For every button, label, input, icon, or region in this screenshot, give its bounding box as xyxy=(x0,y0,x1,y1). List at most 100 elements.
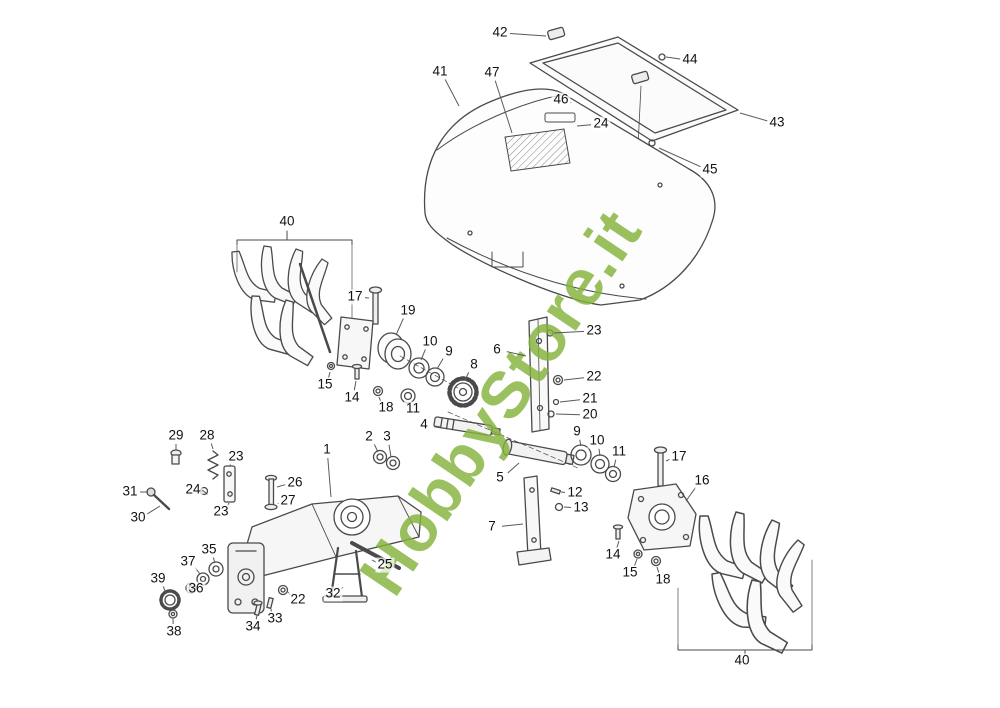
leader-line xyxy=(616,540,620,548)
leader-line xyxy=(388,444,392,458)
part-callout-23: 23 xyxy=(211,503,231,520)
leader-line xyxy=(739,112,768,122)
part-callout-14: 14 xyxy=(603,546,623,563)
part-callout-23: 23 xyxy=(584,322,604,339)
leader-line xyxy=(665,56,681,60)
leader-line xyxy=(563,506,572,508)
drive-shaft-part xyxy=(372,355,579,471)
leader-line xyxy=(506,351,527,357)
part-callout-40: 40 xyxy=(732,652,752,669)
part-callout-9: 9 xyxy=(443,343,455,360)
leader-line xyxy=(327,457,332,498)
part-callout-40: 40 xyxy=(277,213,297,230)
bevel-gear-part xyxy=(447,376,479,408)
part-callout-6: 6 xyxy=(491,341,503,358)
leader-line xyxy=(555,413,581,416)
leader-line xyxy=(613,459,617,468)
leader-line xyxy=(433,425,442,428)
side-bracket-part xyxy=(528,316,564,433)
right-flange-part xyxy=(627,483,697,551)
leader-line xyxy=(658,147,702,168)
part-callout-17: 17 xyxy=(345,288,365,305)
part-callout-31: 31 xyxy=(120,483,140,500)
part-callout-41: 41 xyxy=(430,63,450,80)
part-callout-27: 27 xyxy=(278,492,298,509)
leader-line xyxy=(634,558,638,566)
part-callout-1: 1 xyxy=(321,441,333,458)
part-callout-23: 23 xyxy=(226,448,246,465)
hood-part xyxy=(423,88,716,306)
part-callout-46: 46 xyxy=(551,91,571,108)
part-callout-24: 24 xyxy=(591,115,611,132)
part-callout-22: 22 xyxy=(584,368,604,385)
support-leg-part xyxy=(516,475,564,566)
leader-line xyxy=(420,349,426,361)
part-callout-2: 2 xyxy=(363,428,375,445)
leader-line xyxy=(436,358,444,370)
part-callout-3: 3 xyxy=(381,428,393,445)
housing-fasteners xyxy=(253,584,289,616)
part-callout-34: 34 xyxy=(243,618,263,635)
part-callout-17: 17 xyxy=(669,448,689,465)
part-callout-11: 11 xyxy=(403,400,423,417)
leader-line xyxy=(509,33,547,37)
bolt-17-left-part xyxy=(368,286,383,325)
leader-line xyxy=(553,330,585,334)
leader-line xyxy=(255,614,258,620)
leader-line xyxy=(494,80,513,134)
bearing-set-right-part xyxy=(570,444,668,567)
part-callout-22: 22 xyxy=(288,591,308,608)
part-callout-37: 37 xyxy=(178,553,198,570)
part-callout-44: 44 xyxy=(680,51,700,68)
leader-line xyxy=(576,124,592,127)
part-callout-9: 9 xyxy=(571,423,583,440)
part-callout-25: 25 xyxy=(375,556,395,573)
part-callout-19: 19 xyxy=(398,302,418,319)
leader-line xyxy=(276,484,286,488)
leader-line xyxy=(328,371,331,378)
leader-line xyxy=(656,566,660,573)
part-callout-38: 38 xyxy=(164,623,184,640)
part-callout-33: 33 xyxy=(265,610,285,627)
part-callout-18: 18 xyxy=(653,571,673,588)
part-callout-45: 45 xyxy=(700,161,720,178)
part-callout-29: 29 xyxy=(166,427,186,444)
part-callout-26: 26 xyxy=(285,474,305,491)
tensioner-parts xyxy=(146,449,278,511)
part-callout-16: 16 xyxy=(692,472,712,489)
part-callout-5: 5 xyxy=(494,469,506,486)
leader-line xyxy=(146,505,161,515)
leader-line xyxy=(464,371,470,381)
leader-line xyxy=(373,443,379,453)
bearing-flange-left-part xyxy=(326,316,445,404)
leader-line xyxy=(210,443,214,450)
part-callout-21: 21 xyxy=(580,390,600,407)
right-tine-set-part xyxy=(677,509,831,656)
part-callout-32: 32 xyxy=(323,585,343,602)
part-callout-4: 4 xyxy=(418,416,430,433)
leader-line xyxy=(501,523,524,527)
part-callout-43: 43 xyxy=(767,114,787,131)
leader-line xyxy=(559,399,581,403)
part-callout-10: 10 xyxy=(587,432,607,449)
leader-line xyxy=(563,377,585,381)
part-callout-15: 15 xyxy=(315,376,335,393)
part-callout-35: 35 xyxy=(199,541,219,558)
part-callout-13: 13 xyxy=(571,499,591,516)
part-callout-20: 20 xyxy=(580,406,600,423)
leader-line xyxy=(444,78,460,107)
part-callout-15: 15 xyxy=(620,564,640,581)
part-callout-12: 12 xyxy=(565,484,585,501)
leader-line xyxy=(665,458,670,462)
part-callout-11: 11 xyxy=(609,443,629,460)
leader-line xyxy=(212,557,216,564)
leader-line xyxy=(162,585,167,594)
leader-line xyxy=(371,559,376,563)
part-callout-24: 24 xyxy=(183,481,203,498)
part-callout-10: 10 xyxy=(420,333,440,350)
leader-line xyxy=(395,317,404,336)
part-callout-30: 30 xyxy=(128,509,148,526)
